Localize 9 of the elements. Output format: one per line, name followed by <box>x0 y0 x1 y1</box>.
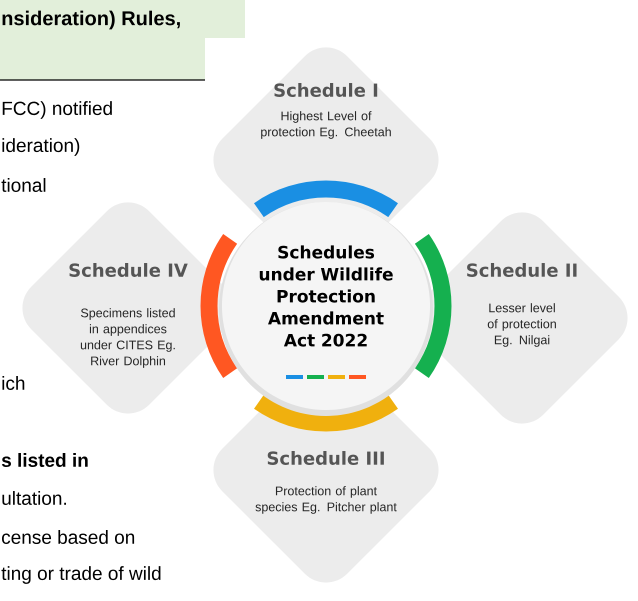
text-line: s listed in <box>2 453 88 467</box>
text-line: tional <box>1 178 46 192</box>
text-line: ultation. <box>2 491 66 505</box>
text-line: ideration) <box>2 138 80 156</box>
text-line: ich <box>2 376 24 390</box>
text-line: ting or trade of wild <box>1 566 160 584</box>
text-line: cense based on <box>2 530 134 544</box>
text-line: nsideration) Rules, <box>2 10 180 30</box>
text-line: FCC) notified <box>2 101 112 119</box>
